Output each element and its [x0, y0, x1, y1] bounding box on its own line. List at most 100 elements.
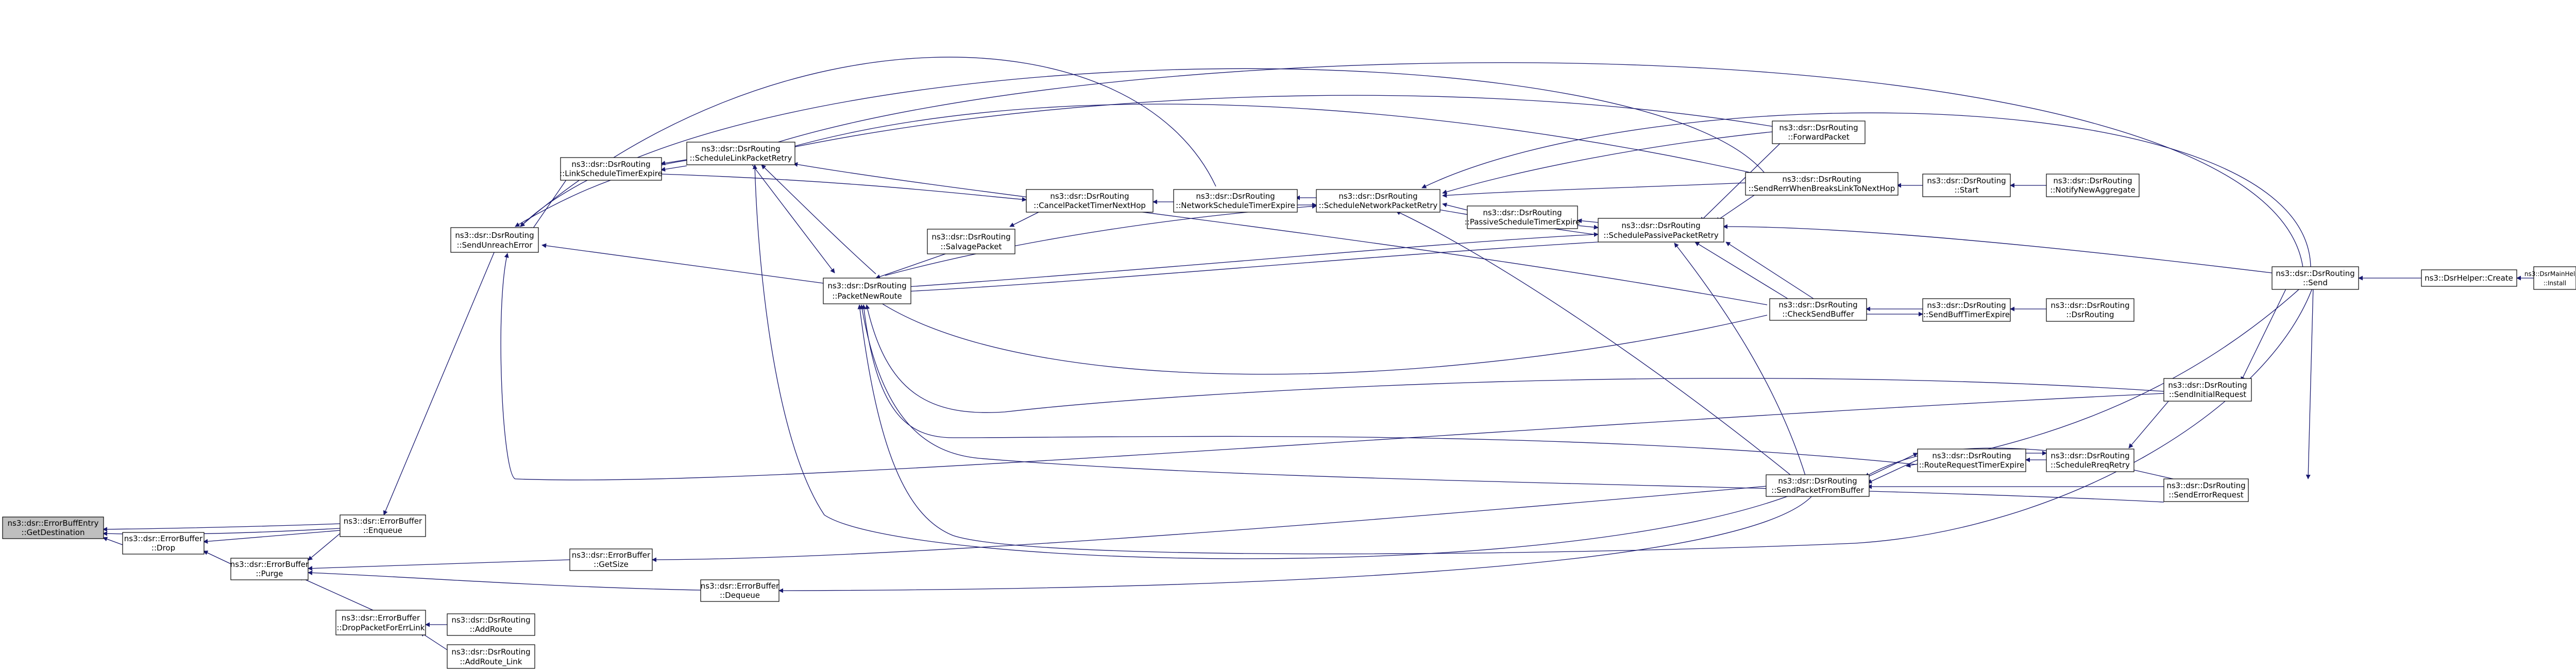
- svg-text:::Install: ::Install: [2544, 280, 2566, 287]
- node-sendinitialrequest[interactable]: ns3::dsr::DsrRouting ::SendInitialReques…: [2163, 378, 2252, 402]
- edge-enqueue-to-getdestination: [103, 523, 341, 532]
- svg-text:ns3::dsr::DsrRouting: ns3::dsr::DsrRouting: [1782, 175, 1861, 184]
- node-droplink[interactable]: ns3::dsr::ErrorBuffer ::DropPacketForErr…: [335, 610, 426, 635]
- node-senderrorrequest[interactable]: ns3::dsr::DsrRouting ::SendErrorRequest: [2163, 478, 2249, 502]
- node-schedulepassivepacketretry[interactable]: ns3::dsr::DsrRouting ::SchedulePassivePa…: [1598, 218, 1724, 243]
- edges: [103, 57, 2542, 650]
- node-sendpacketfrombuffer[interactable]: ns3::dsr::DsrRouting ::SendPacketFromBuf…: [1766, 474, 1870, 497]
- svg-text:::Send: ::Send: [2303, 278, 2328, 287]
- node-send[interactable]: ns3::dsr::DsrRouting ::Send: [2272, 266, 2359, 290]
- svg-text:::SendBuffTimerExpire: ::SendBuffTimerExpire: [1923, 310, 2010, 319]
- svg-text:ns3::dsr::DsrRouting: ns3::dsr::DsrRouting: [701, 144, 780, 153]
- svg-text:::Start: ::Start: [1955, 185, 1979, 195]
- node-getdestination[interactable]: ns3::dsr::ErrorBuffEntry ::GetDestinatio…: [2, 516, 104, 539]
- edge-getsize-to-purge: [308, 559, 570, 571]
- edge-sendfrombuf-to-routereq: [1867, 453, 1918, 477]
- edge-addroutelink-to-droplink: [420, 632, 448, 650]
- svg-text:::ScheduleRreqRetry: ::ScheduleRreqRetry: [2050, 460, 2130, 470]
- edge-schedpassive-to-packetnewroute: [885, 242, 1599, 295]
- svg-text:ns3::dsr::DsrRouting: ns3::dsr::DsrRouting: [1050, 192, 1129, 201]
- node-addroute[interactable]: ns3::dsr::DsrRouting ::AddRoute: [447, 613, 535, 636]
- edge-schedlink-to-linksched-2: [660, 165, 687, 172]
- node-salvagepacket[interactable]: ns3::dsr::DsrRouting ::SalvagePacket: [927, 229, 1015, 254]
- edge-send-to-schedlink: [752, 62, 2303, 268]
- svg-text:::SchedulePassivePacketRetry: ::SchedulePassivePacketRetry: [1603, 231, 1719, 240]
- node-notifynewaggregate[interactable]: ns3::dsr::DsrRouting ::NotifyNewAggregat…: [2046, 174, 2140, 197]
- node-sendbufftimerexpire[interactable]: ns3::dsr::DsrRouting ::SendBuffTimerExpi…: [1922, 298, 2011, 322]
- edge-passivesched-to-schednet: [1442, 202, 1468, 211]
- node-start[interactable]: ns3::dsr::DsrRouting ::Start: [1922, 174, 2011, 197]
- node-getsize[interactable]: ns3::dsr::ErrorBuffer ::GetSize: [569, 548, 653, 571]
- edge-sendfrombuf-to-getsize: [652, 486, 1768, 562]
- svg-text:ns3::dsr::DsrRouting: ns3::dsr::DsrRouting: [1483, 208, 1562, 217]
- svg-text:ns3::dsr::DsrRouting: ns3::dsr::DsrRouting: [931, 232, 1010, 242]
- edge-senderr-to-sendunreach: [520, 68, 1768, 227]
- edge-sendfrombuf-to-dequeue: [778, 494, 1814, 593]
- node-install[interactable]: ns3::DsrMainHelper ::Install: [2524, 266, 2576, 290]
- edge-passivesched-to-schedpassive: [1577, 225, 1599, 230]
- svg-text:ns3::dsr::ErrorBuffEntry: ns3::dsr::ErrorBuffEntry: [8, 519, 99, 528]
- node-checksendbuffer[interactable]: ns3::dsr::DsrRouting ::CheckSendBuffer: [1769, 298, 1867, 321]
- node-drop[interactable]: ns3::dsr::ErrorBuffer ::Drop: [122, 532, 205, 555]
- svg-text:ns3::dsr::DsrRouting: ns3::dsr::DsrRouting: [1927, 176, 2006, 185]
- svg-text:::NetworkScheduleTimerExpire: ::NetworkScheduleTimerExpire: [1176, 201, 1295, 210]
- svg-text:::ForwardPacket: ::ForwardPacket: [1788, 132, 1850, 142]
- svg-text:::SendRerrWhenBreaksLinkToNext: ::SendRerrWhenBreaksLinkToNextHop: [1749, 184, 1895, 193]
- node-addroutelink[interactable]: ns3::dsr::DsrRouting ::AddRoute_Link: [447, 644, 535, 669]
- edge-sendfrombuf-to-schedpassive: [1674, 243, 1806, 477]
- svg-text:ns3::dsr::DsrRouting: ns3::dsr::DsrRouting: [1338, 192, 1417, 201]
- node-purge[interactable]: ns3::dsr::ErrorBuffer ::Purge: [230, 558, 309, 580]
- edge-linksched-to-sendunreach: [530, 179, 567, 232]
- edge-salvage-to-packetnewroute: [875, 253, 947, 279]
- edge-dequeue-to-purge: [308, 570, 701, 591]
- node-dsrrouting-ctor[interactable]: ns3::dsr::DsrRouting ::DsrRouting: [2046, 298, 2134, 322]
- node-packetnewroute[interactable]: ns3::dsr::DsrRouting ::PacketNewRoute: [823, 278, 911, 304]
- node-schedulenetworkpacketretry[interactable]: ns3::dsr::DsrRouting ::ScheduleNetworkPa…: [1316, 189, 1440, 213]
- svg-text:::PacketNewRoute: ::PacketNewRoute: [832, 291, 902, 301]
- svg-text:::GetSize: ::GetSize: [594, 560, 629, 569]
- node-sendunreach[interactable]: ns3::dsr::DsrRouting ::SendUnreachError: [450, 227, 539, 253]
- svg-text:ns3::DsrMainHelper: ns3::DsrMainHelper: [2524, 270, 2576, 278]
- svg-text:::GetDestination: ::GetDestination: [22, 528, 85, 537]
- node-sendrerrwhenbreakslinktonexthop[interactable]: ns3::dsr::DsrRouting ::SendRerrWhenBreak…: [1745, 172, 1899, 196]
- edge-schedlink-to-packetnewroute: [752, 164, 835, 273]
- svg-text:::CheckSendBuffer: ::CheckSendBuffer: [1782, 309, 1854, 319]
- svg-text:ns3::dsr::DsrRouting: ns3::dsr::DsrRouting: [1779, 123, 1858, 132]
- node-networkscheduletimerexpire[interactable]: ns3::dsr::DsrRouting ::NetworkScheduleTi…: [1173, 189, 1298, 213]
- node-schedulelinkpacketretry[interactable]: ns3::dsr::DsrRouting ::ScheduleLinkPacke…: [686, 142, 795, 165]
- node-enqueue[interactable]: ns3::dsr::ErrorBuffer ::Enqueue: [340, 514, 426, 537]
- svg-text:::Dequeue: ::Dequeue: [720, 591, 760, 600]
- svg-text:::SendPacketFromBuffer: ::SendPacketFromBuffer: [1771, 486, 1864, 495]
- svg-text:ns3::dsr::DsrRouting: ns3::dsr::DsrRouting: [1778, 300, 1857, 309]
- edge-packetnewroute-to-schedlink: [761, 164, 876, 274]
- edge-schedlink-to-linksched: [660, 159, 687, 166]
- svg-text:::PassiveScheduleTimerExpire: ::PassiveScheduleTimerExpire: [1465, 217, 1581, 227]
- svg-text:ns3::dsr::ErrorBuffer: ns3::dsr::ErrorBuffer: [342, 613, 420, 623]
- svg-text:::NotifyNewAggregate: ::NotifyNewAggregate: [2050, 185, 2135, 195]
- node-dequeue[interactable]: ns3::dsr::ErrorBuffer ::Dequeue: [700, 579, 779, 602]
- node-linkscheduletimerexpire[interactable]: ns3::dsr::DsrRouting ::LinkScheduleTimer…: [560, 157, 663, 181]
- node-schedulerreqretry[interactable]: ns3::dsr::DsrRouting ::ScheduleRreqRetry: [2046, 449, 2134, 472]
- node-cancelpackettimernexthop[interactable]: ns3::dsr::DsrRouting ::CancelPacketTimer…: [1026, 189, 1154, 213]
- svg-text:ns3::dsr::DsrRouting: ns3::dsr::DsrRouting: [1196, 192, 1275, 201]
- node-forwardpacket[interactable]: ns3::dsr::DsrRouting ::ForwardPacket: [1772, 120, 1866, 144]
- node-dsrhelper-create[interactable]: ns3::DsrHelper::Create: [2421, 269, 2517, 287]
- node-routerequesttimerexpire[interactable]: ns3::dsr::DsrRouting ::RouteRequestTimer…: [1917, 449, 2026, 472]
- svg-text:::DropPacketForErrLink: ::DropPacketForErrLink: [337, 623, 425, 632]
- edge-sendfrombuf-to-schednet: [1396, 211, 1793, 477]
- svg-text:ns3::dsr::ErrorBuffer: ns3::dsr::ErrorBuffer: [344, 516, 422, 526]
- svg-text:::SendErrorRequest: ::SendErrorRequest: [2168, 490, 2243, 499]
- svg-text:::Drop: ::Drop: [151, 543, 175, 553]
- svg-text:::Purge: ::Purge: [256, 569, 283, 578]
- node-passivescheduletimerexpire[interactable]: ns3::dsr::DsrRouting ::PassiveScheduleTi…: [1465, 205, 1581, 229]
- edge-linksched-to-cancelpkt: [660, 174, 1027, 202]
- edge-checksend-to-packetnewroute: [875, 299, 1768, 375]
- edge-senderrreq-to-packetnewroute: [859, 304, 2164, 503]
- svg-text:ns3::DsrHelper::Create: ns3::DsrHelper::Create: [2425, 273, 2513, 283]
- svg-text:ns3::dsr::DsrRouting: ns3::dsr::DsrRouting: [451, 615, 530, 625]
- edge-checksend-to-schedlink: [793, 162, 1768, 305]
- svg-text:ns3::dsr::ErrorBuffer: ns3::dsr::ErrorBuffer: [124, 534, 203, 543]
- svg-text:ns3::dsr::DsrRouting: ns3::dsr::DsrRouting: [1778, 476, 1857, 486]
- edge-send-to-packetnewroute: [857, 285, 2314, 555]
